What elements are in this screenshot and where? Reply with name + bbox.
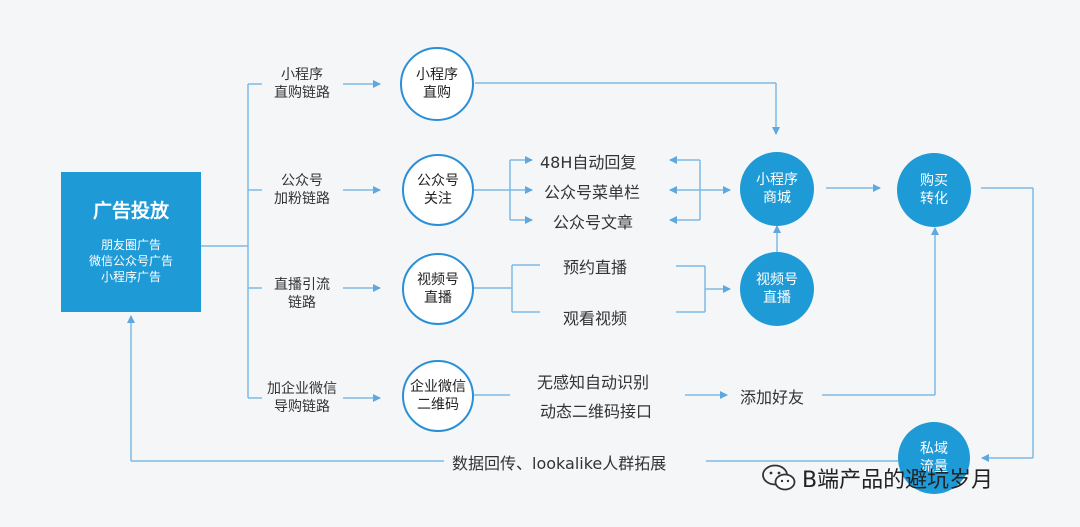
wecom-item-auto-recognize: 无感知自动识别 xyxy=(537,373,650,392)
node-wecom-qrcode: 企业微信二维码 xyxy=(402,360,474,432)
live-item-reserve: 预约直播 xyxy=(563,258,628,277)
wechat-icon xyxy=(762,464,796,492)
feedback-label: 数据回传、lookalike人群拓展 xyxy=(452,454,667,473)
watermark-text: B端产品的避坑岁月 xyxy=(802,468,994,493)
ad-placement-title: 广告投放 xyxy=(92,200,169,222)
hub-channels-live: 视频号直播 xyxy=(740,252,814,326)
ad-type-official-account: 微信公众号广告 xyxy=(88,254,173,268)
node-mini-program-direct: 小程序直购 xyxy=(400,47,474,121)
hub-purchase-conversion: 购买转化 xyxy=(897,153,971,227)
hub-private-traffic: 私域流量 xyxy=(898,422,970,494)
wecom-item-dynamic-qrcode: 动态二维码接口 xyxy=(540,402,653,421)
channel-label-official-account: 公众号加粉链路 xyxy=(274,173,330,207)
oa-item-auto-reply: 48H自动回复 xyxy=(540,153,637,172)
add-friend-label: 添加好友 xyxy=(740,388,805,407)
oa-item-article: 公众号文章 xyxy=(553,213,634,232)
node-channels-live: 视频号直播 xyxy=(402,253,474,325)
live-item-watch: 观看视频 xyxy=(563,309,628,328)
node-official-account-follow: 公众号关注 xyxy=(402,154,474,226)
channel-label-wecom: 加企业微信导购链路 xyxy=(267,381,337,415)
channel-label-live: 直播引流链路 xyxy=(274,277,330,311)
watermark: B端产品的避坑岁月 xyxy=(762,462,993,494)
hub-mini-program-mall: 小程序商城 xyxy=(740,152,814,226)
ad-placement-box: 广告投放 朋友圈广告 微信公众号广告 小程序广告 xyxy=(61,172,201,312)
ad-type-moments: 朋友圈广告 xyxy=(100,238,161,252)
ad-type-mini-program: 小程序广告 xyxy=(100,270,161,284)
channel-label-mini-program: 小程序直购链路 xyxy=(274,67,330,101)
oa-item-menu: 公众号菜单栏 xyxy=(544,183,641,202)
